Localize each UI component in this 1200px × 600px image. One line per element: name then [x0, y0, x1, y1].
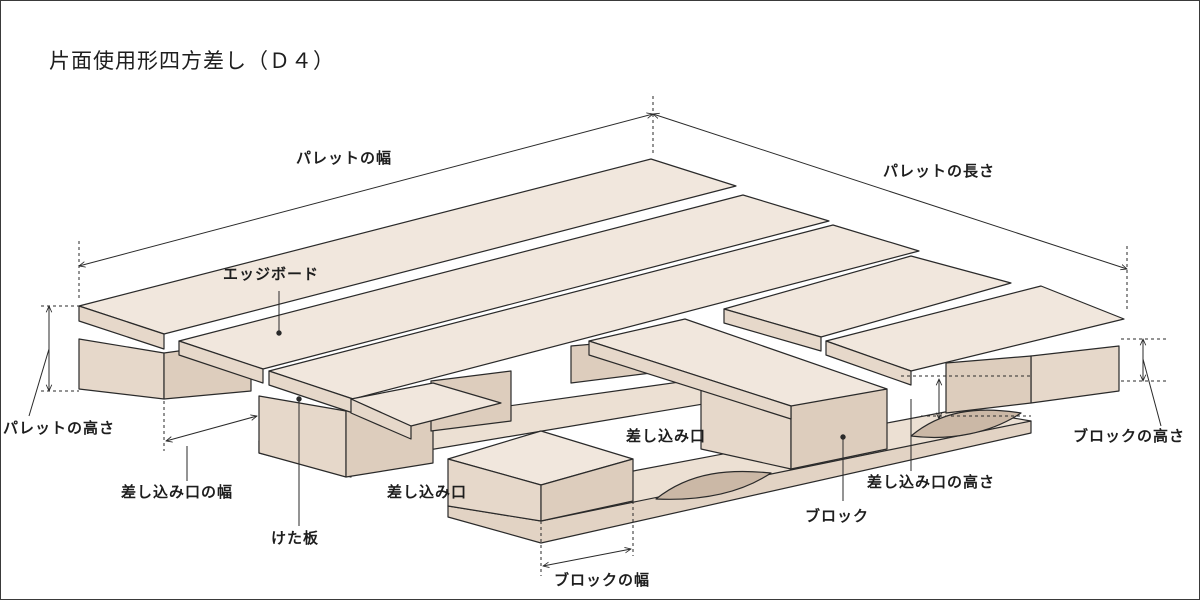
label-opening-left: 差し込み口 — [387, 483, 468, 501]
label-block-height: ブロックの高さ — [1073, 427, 1186, 445]
label-opening-width: 差し込み口の幅 — [121, 483, 234, 501]
deck-board-small-front — [350, 398, 412, 440]
dim-line-pallet-width — [79, 114, 653, 266]
dim-line-opening-width — [166, 416, 257, 441]
label-block: ブロック — [805, 507, 870, 525]
label-pallet-width: パレットの幅 — [296, 149, 393, 167]
label-stringer-board: けた板 — [271, 529, 320, 547]
deck-board-5-front — [825, 340, 912, 386]
label-edge-board: エッジボード — [223, 265, 320, 283]
dim-line-pallet-length — [653, 114, 1127, 269]
label-opening-height: 差し込み口の高さ — [867, 473, 996, 491]
block-mid-left-front — [258, 395, 347, 478]
label-block-width: ブロックの幅 — [554, 571, 651, 589]
block-right-side — [945, 355, 1032, 414]
deck-board-4-front — [723, 308, 822, 352]
leader-block-height — [1142, 358, 1162, 427]
block-right-front — [1030, 345, 1120, 404]
leader-pallet-height — [28, 348, 50, 417]
dim-line-block-width — [543, 549, 631, 566]
opening-shadow-front — [655, 470, 772, 500]
label-pallet-height: パレットの高さ — [3, 419, 116, 437]
block-back-left-front — [78, 338, 165, 400]
label-pallet-length: パレットの長さ — [883, 162, 996, 180]
diagram-title: 片面使用形四方差し（Ｄ４） — [49, 49, 335, 73]
label-opening-center: 差し込み口 — [626, 427, 707, 445]
deck-board-center-front — [588, 340, 792, 420]
deck-board-2-front — [178, 340, 264, 384]
deck-board-1-front — [78, 305, 165, 350]
